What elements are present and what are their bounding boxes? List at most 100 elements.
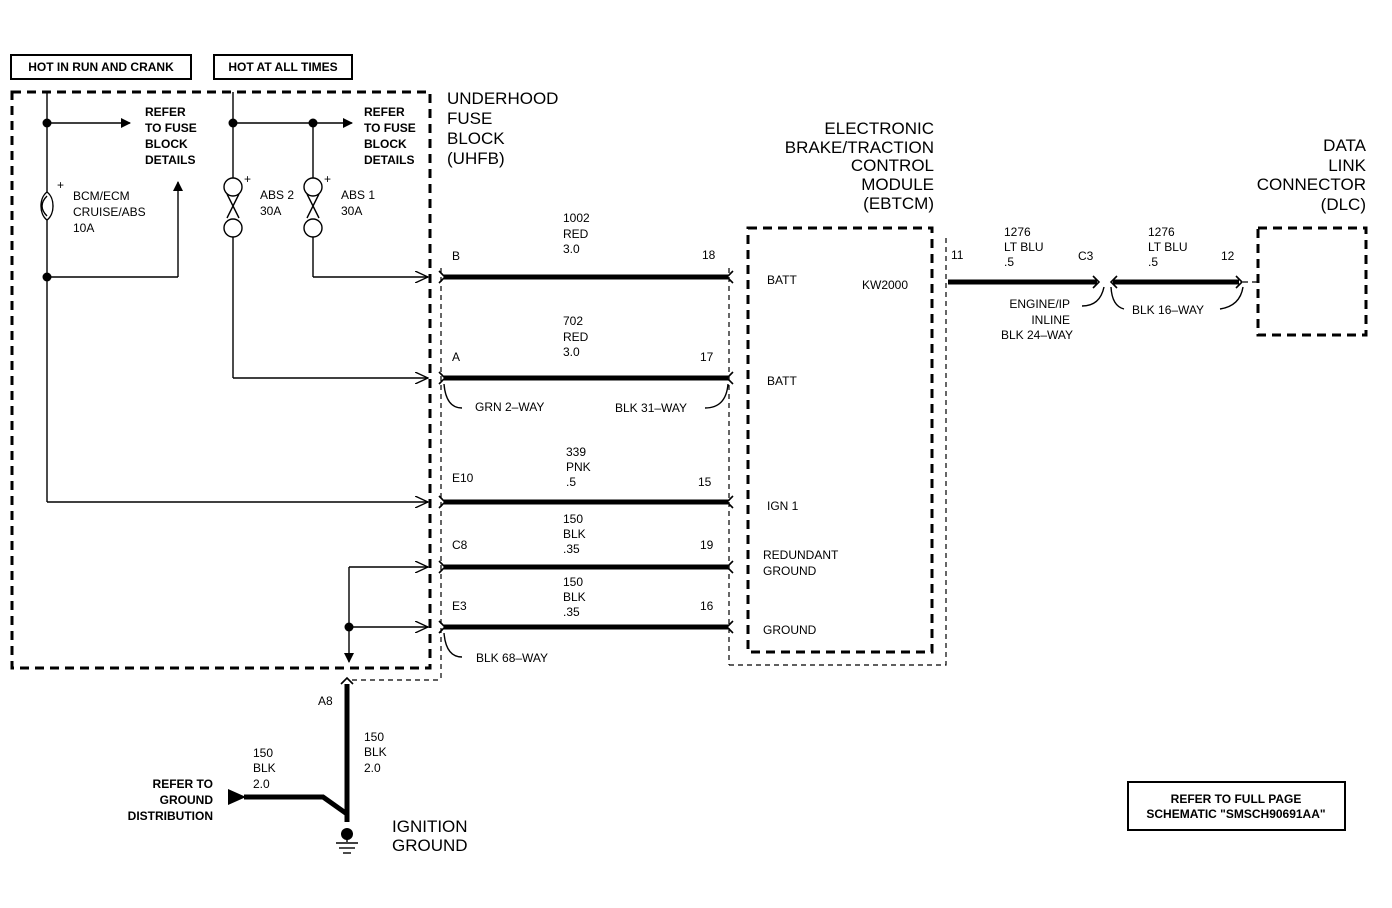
circuit-4-gauge: .35: [563, 542, 580, 556]
data-pin-dlc: 12: [1221, 249, 1235, 263]
ebtcm-title-5: (EBTCM): [863, 194, 934, 213]
data-wire1-color: LT BLU: [1004, 240, 1044, 254]
dlc-title-2: LINK: [1328, 156, 1366, 175]
ebtcm-protocol-label: KW2000: [862, 278, 908, 292]
circuit-2-color: RED: [563, 330, 589, 344]
circuit-4-pin-left: C8: [452, 538, 468, 552]
circuit-2-pin-left: A: [452, 350, 460, 364]
circuit-3-color: PNK: [566, 460, 591, 474]
ebtcm-title-4: MODULE: [861, 175, 934, 194]
circuit-5-number: 150: [563, 575, 583, 589]
ignition-ground-label-1: IGNITION: [392, 817, 468, 836]
grn2-callout: [443, 383, 463, 409]
hot-all-times-box: HOT AT ALL TIMES: [213, 54, 353, 80]
circuit-4-color: BLK: [563, 527, 586, 541]
circuit-5-color: BLK: [563, 590, 586, 604]
bcm-fuse-branch: [40, 92, 428, 502]
bcm-fuse-plus: +: [57, 178, 64, 192]
uhfb-title-line1: UNDERHOOD: [447, 89, 558, 108]
hot-all-times-label: HOT AT ALL TIMES: [228, 60, 337, 74]
blk68-label: BLK 68–WAY: [476, 651, 548, 665]
circuit-1-module-label: BATT: [767, 273, 797, 287]
ebtcm-outline: [746, 226, 934, 654]
hot-run-crank-label: HOT IN RUN AND CRANK: [28, 60, 174, 74]
data-inline-connector: C3: [1078, 249, 1094, 263]
circuit-2-number: 702: [563, 314, 583, 328]
circuit-3-module-label: IGN 1: [767, 499, 799, 513]
data-pin-module: 11: [951, 248, 964, 262]
bcm-fuse-label-1: BCM/ECM: [73, 189, 130, 203]
circuit-5-pin-left: E3: [452, 599, 467, 613]
data-wire1-number: 1276: [1004, 225, 1031, 239]
refer-fuse-right-2: TO FUSE: [364, 121, 416, 135]
data-wire2-number: 1276: [1148, 225, 1175, 239]
data-wire2-color: LT BLU: [1148, 240, 1188, 254]
uhfb-title-line4: (UHFB): [447, 149, 505, 168]
ground-left-gauge: 2.0: [253, 777, 270, 791]
blk31-callout: [704, 383, 729, 409]
circuit-3-pin-left: E10: [452, 471, 474, 485]
refer-full-page-2: SCHEMATIC "SMSCH90691AA": [1146, 807, 1325, 821]
ignition-ground-wiring: [228, 676, 358, 854]
circuit-4-module-label-2: GROUND: [763, 564, 817, 578]
circuit-buses: [438, 270, 734, 634]
refer-fuse-right-4: DETAILS: [364, 153, 414, 167]
bcm-fuse-label-3: 10A: [73, 221, 94, 235]
circuit-1-pin-left: B: [452, 249, 460, 263]
uhfb-title-line3: BLOCK: [447, 129, 505, 148]
abs2-fuse-branch: [223, 92, 428, 378]
ebtcm-title-3: CONTROL: [851, 156, 934, 175]
ebtcm-outline-outer: [729, 236, 947, 666]
circuit-1-pin-right: 18: [702, 248, 716, 262]
circuit-4-number: 150: [563, 512, 583, 526]
ground-vert-color: BLK: [364, 745, 387, 759]
data-wire2-gauge: .5: [1148, 255, 1158, 269]
refer-fuse-right-3: BLOCK: [364, 137, 407, 151]
blk16-label: BLK 16–WAY: [1132, 303, 1204, 317]
dlc-title-1: DATA: [1323, 136, 1366, 155]
circuit-3-pin-right: 15: [698, 475, 712, 489]
uhfb-outline: [10, 90, 432, 670]
data-line: [948, 275, 1258, 310]
circuit-2-pin-right: 17: [700, 350, 714, 364]
blk68-callout: [443, 632, 463, 658]
ground-pin-label: A8: [318, 694, 333, 708]
refer-fuse-left-2: TO FUSE: [145, 121, 197, 135]
dlc-title-3: CONNECTOR: [1257, 175, 1366, 194]
ebtcm-title-1: ELECTRONIC: [824, 119, 934, 138]
refer-ground-3: DISTRIBUTION: [128, 809, 213, 823]
abs2-fuse-plus: +: [244, 172, 251, 186]
engine-ip-label-2: INLINE: [1031, 313, 1070, 327]
refer-ground-1: REFER TO: [153, 777, 213, 791]
blk31-label: BLK 31–WAY: [615, 401, 687, 415]
refer-fuse-left-3: BLOCK: [145, 137, 188, 151]
uhfb-title-line2: FUSE: [447, 109, 492, 128]
circuit-4-module-label: REDUNDANT: [763, 548, 839, 562]
dlc-title-4: (DLC): [1321, 195, 1366, 214]
ground-branch: [344, 567, 429, 663]
circuit-2-gauge: 3.0: [563, 345, 580, 359]
ground-vert-gauge: 2.0: [364, 761, 381, 775]
refer-fuse-left-1: REFER: [145, 105, 186, 119]
abs1-fuse-plus: +: [324, 172, 331, 186]
hot-run-crank-box: HOT IN RUN AND CRANK: [10, 54, 192, 80]
bcm-fuse-label-2: CRUISE/ABS: [73, 205, 146, 219]
abs1-fuse-label-2: 30A: [341, 204, 362, 218]
engine-ip-label-1: ENGINE/IP: [1009, 297, 1070, 311]
ebtcm-title-2: BRAKE/TRACTION: [785, 138, 934, 157]
refer-fuse-left-4: DETAILS: [145, 153, 195, 167]
abs1-fuse-branch: [303, 118, 428, 278]
circuit-1-color: RED: [563, 227, 589, 241]
abs2-fuse-label-2: 30A: [260, 204, 281, 218]
refer-fuse-right-1: REFER: [364, 105, 405, 119]
dlc-outline: [1256, 226, 1368, 337]
circuit-5-pin-right: 16: [700, 599, 714, 613]
engine-ip-label-3: BLK 24–WAY: [1001, 328, 1073, 342]
ignition-ground-label-2: GROUND: [392, 836, 468, 855]
abs1-fuse-label-1: ABS 1: [341, 188, 375, 202]
circuit-1-gauge: 3.0: [563, 242, 580, 256]
data-wire1-gauge: .5: [1004, 255, 1014, 269]
circuit-3-number: 339: [566, 445, 586, 459]
ground-vert-number: 150: [364, 730, 384, 744]
circuit-5-gauge: .35: [563, 605, 580, 619]
